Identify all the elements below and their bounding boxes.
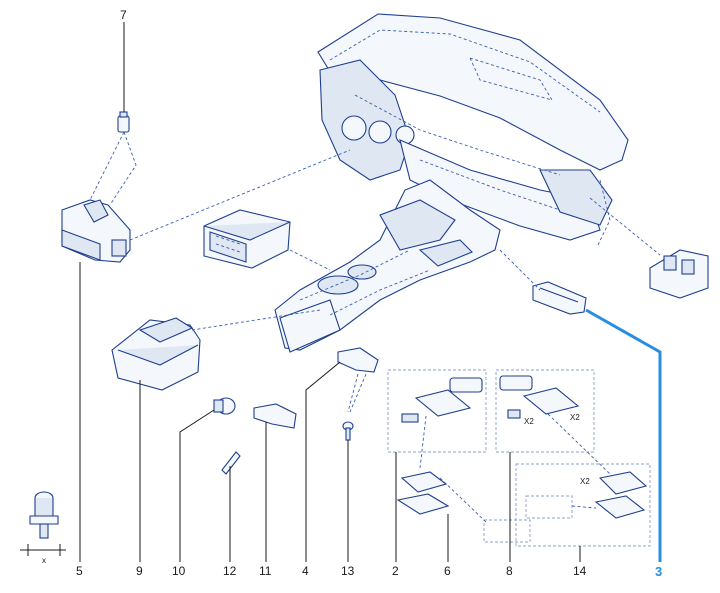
center-console <box>274 179 501 353</box>
part-4-clip <box>337 347 379 373</box>
part-13-screw <box>342 421 354 441</box>
qty-x2-label-b: X2 <box>570 413 580 422</box>
callout-5: 5 <box>76 564 83 578</box>
switch-panel <box>649 249 709 299</box>
part-11-clip <box>253 403 297 429</box>
electronic-module <box>203 209 291 269</box>
callout-leaders <box>79 22 581 562</box>
part-10-knob <box>213 397 236 415</box>
dimension-x-label: x <box>42 556 46 565</box>
part-7-clip <box>117 111 130 133</box>
part-6-plates <box>396 471 531 543</box>
callout-7: 7 <box>120 8 127 22</box>
qty-x2-label-a: X2 <box>524 417 534 426</box>
callout-12: 12 <box>223 564 237 578</box>
callout-11: 11 <box>259 564 272 578</box>
callout-numbers: 7 5 9 10 12 11 4 13 2 6 8 14 3 <box>76 8 662 579</box>
part-12-pin <box>221 451 241 475</box>
callout-3: 3 <box>655 564 662 579</box>
dashboard-assembly <box>317 13 629 246</box>
assembly-dashed-lines <box>89 131 661 523</box>
fastener-detail: x <box>20 491 66 565</box>
callout-10: 10 <box>172 564 186 578</box>
part-5-bracket <box>61 199 131 263</box>
kit-box-2 <box>387 369 487 453</box>
callout-4: 4 <box>302 564 309 578</box>
kit-box-14: X2 <box>515 463 651 547</box>
callout-9: 9 <box>136 564 143 578</box>
callout-2: 2 <box>392 564 399 578</box>
callout-14: 14 <box>573 564 587 578</box>
qty-x2-label-c: X2 <box>580 477 590 486</box>
callout-6: 6 <box>444 564 451 578</box>
kit-box-8: X2 X2 <box>495 369 595 453</box>
highlight-leader-3 <box>585 308 662 562</box>
callout-13: 13 <box>341 564 355 578</box>
callout-8: 8 <box>506 564 513 578</box>
part-3-connector <box>532 281 587 315</box>
part-9-module <box>111 317 201 391</box>
